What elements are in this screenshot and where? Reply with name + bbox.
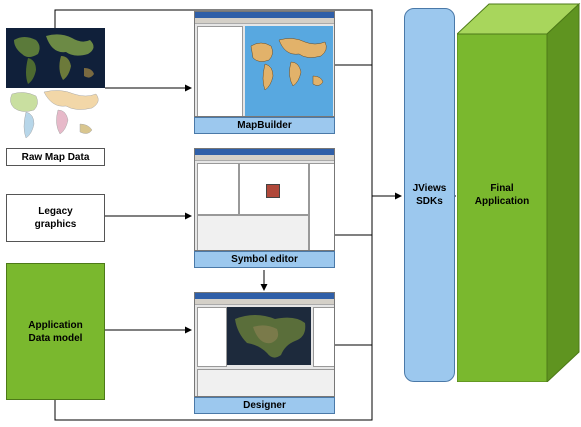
designer-screenshot	[194, 292, 335, 397]
symbol-editor-label: Symbol editor	[194, 251, 335, 268]
final-application-box	[457, 2, 581, 382]
raw-map-data-group	[6, 28, 105, 166]
symbol-editor-screenshot	[194, 148, 335, 251]
application-data-model-box: Application Data model	[6, 263, 105, 400]
legacy-graphics-box: Legacy graphics	[6, 194, 105, 242]
designer-label: Designer	[194, 397, 335, 414]
bus-line	[54, 9, 373, 421]
jviews-sdks-box: JViews SDKs	[404, 8, 455, 382]
mapbuilder-label: MapBuilder	[194, 117, 335, 134]
raw-map-data-label: Raw Map Data	[6, 148, 105, 166]
world-map-image	[6, 28, 105, 148]
mapbuilder-screenshot	[194, 11, 335, 117]
final-application-label: Final Application	[474, 183, 530, 207]
